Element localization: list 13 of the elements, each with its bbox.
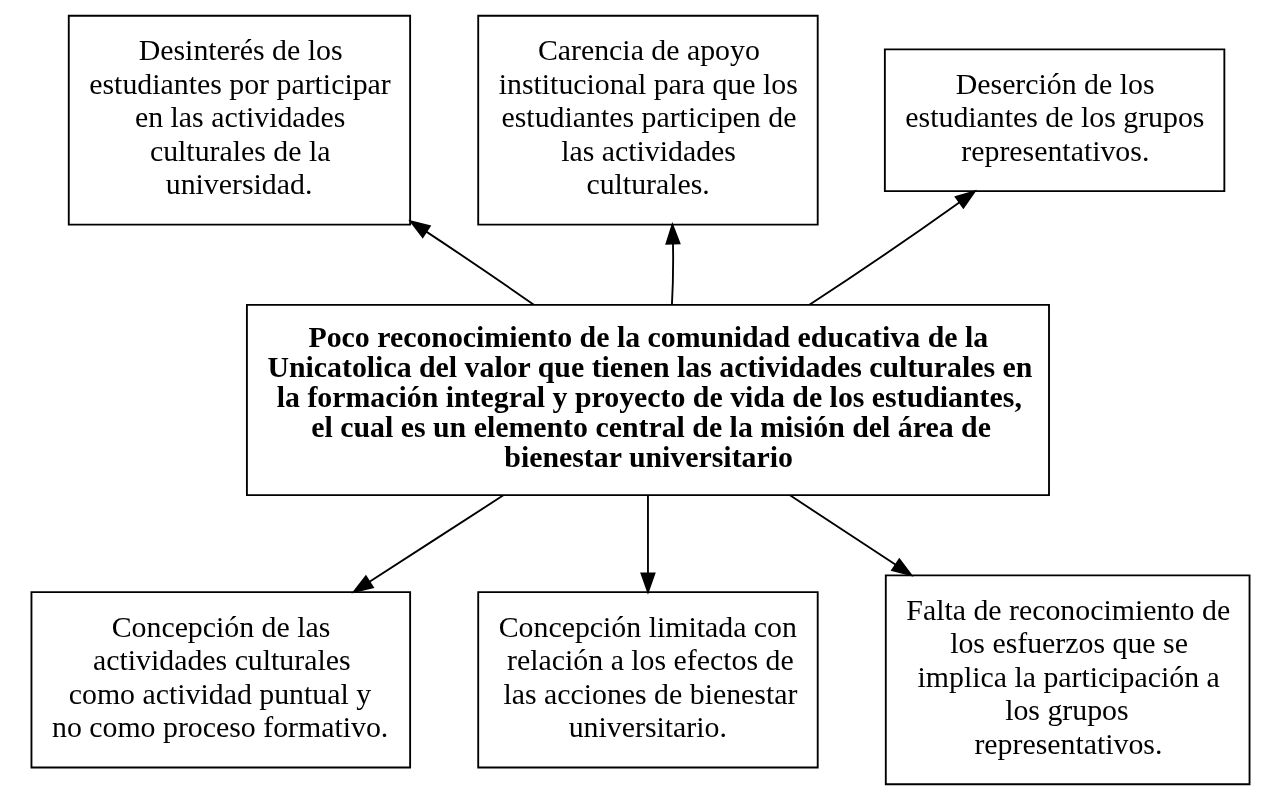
- arrow: [664, 222, 681, 306]
- node-box: Carencia de apoyo institucional para que los estudiantes participen de las actividades culturales.: [476, 14, 819, 226]
- node-box: Concepción limitada con relación a los efectos de las acciones de bienestar universitario.: [476, 591, 819, 769]
- node-box: Desinterés de los estudiantes por participar en las actividades culturales de la universidad.: [67, 14, 411, 226]
- arrow: [350, 494, 504, 594]
- arrow: [639, 494, 656, 595]
- node-box: Concepción de las actividades culturales como actividad puntual y no como proceso formativo.: [30, 591, 411, 769]
- node-box: Poco reconocimiento de la comunidad educativa de la Unicatolica del valor que tienen las actividades culturales en la formación integral y proyecto de vida de los estudiantes, el cual es un elemento central de la misión del área de bienestar universitario: [245, 303, 1050, 497]
- arrow: [788, 494, 914, 577]
- arrow: [808, 189, 977, 306]
- node-box: Falta de reconocimiento de los esfuerzos que se implica la participación a los grupos representativos.: [884, 574, 1250, 786]
- node-box: Deserción de los estudiantes de los grupos representativos.: [883, 48, 1225, 192]
- arrow: [407, 219, 535, 306]
